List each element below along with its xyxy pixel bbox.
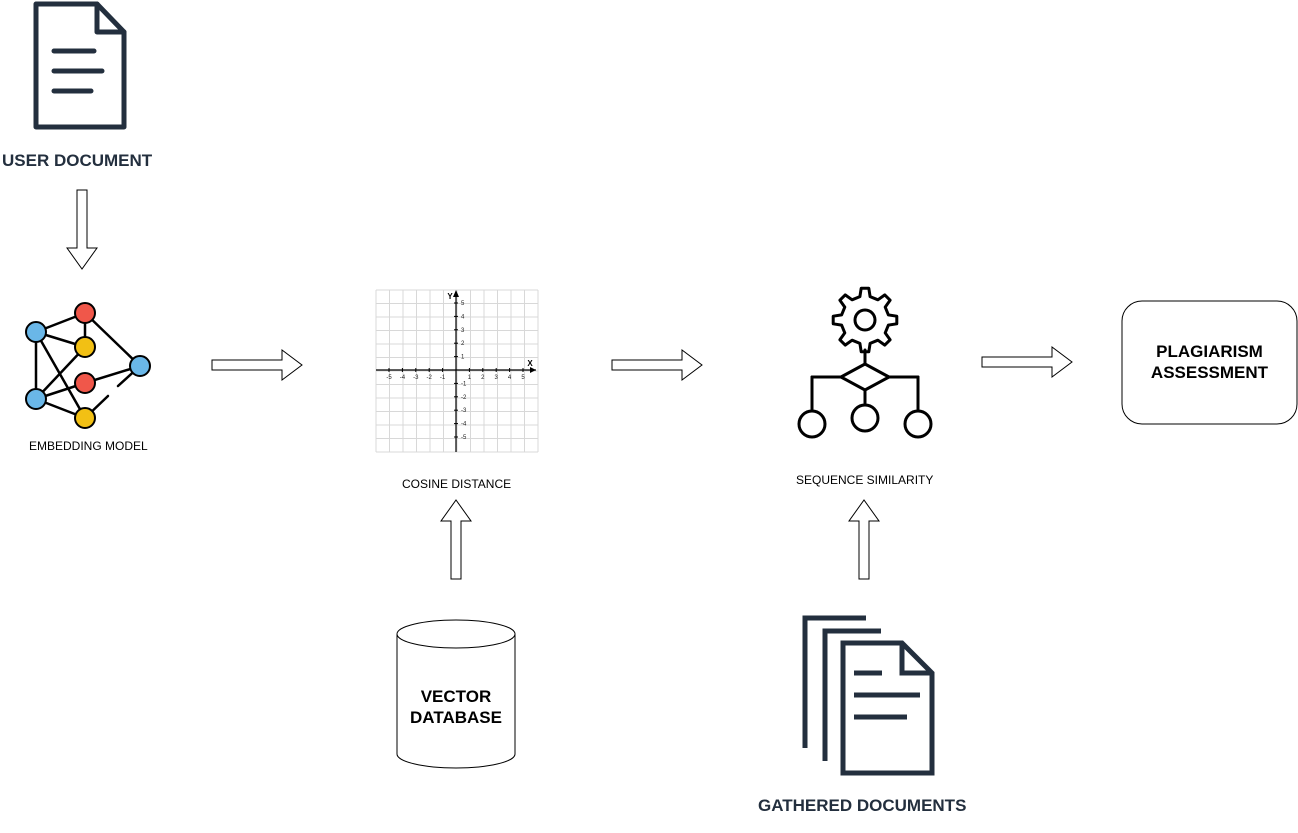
vector-database-line2: DATABASE	[410, 708, 502, 727]
neural-network-icon	[25, 302, 151, 429]
graph-y-tick-label: -3	[461, 408, 467, 414]
graph-y-axis-label: Y	[447, 292, 453, 301]
graph-y-tick-label: -5	[461, 435, 467, 441]
arrow-up	[440, 499, 472, 580]
graph-x-tick-label: -5	[386, 375, 392, 381]
graph-y-tick-label: 2	[461, 341, 465, 347]
graph-x-axis-label: X	[527, 359, 533, 368]
vector-database-line1: VECTOR	[420, 687, 492, 706]
gear-flowchart-icon	[797, 286, 933, 439]
arrow-down	[66, 189, 98, 270]
vector-database-text: VECTOR DATABASE	[397, 686, 515, 728]
graph-y-tick-label: -1	[461, 381, 467, 387]
plagiarism-assessment-line1: PLAGIARISM	[1156, 342, 1263, 361]
graph-x-tick-label: -4	[400, 375, 406, 381]
graph-x-tick-label: 4	[508, 375, 512, 381]
sequence-similarity-label: SEQUENCE SIMILARITY	[796, 473, 934, 487]
plagiarism-assessment-box	[1121, 300, 1298, 425]
graph-y-tick-label: -2	[461, 395, 467, 401]
graph-x-tick-label: 2	[481, 375, 485, 381]
arrow-right	[611, 349, 703, 381]
user-document-icon	[33, 1, 127, 130]
cosine-distance-label: COSINE DISTANCE	[402, 477, 512, 491]
graph-y-tick-label: 1	[461, 355, 465, 361]
embedding-model-label: EMBEDDING MODEL	[29, 439, 148, 453]
arrow-up	[848, 499, 880, 580]
arrow-right	[211, 349, 303, 381]
document-stack-icon	[802, 615, 935, 776]
graph-x-tick-label: 1	[468, 375, 472, 381]
graph-y-tick-label: -4	[461, 422, 467, 428]
plagiarism-assessment-line2: ASSESSMENT	[1150, 363, 1269, 382]
graph-x-tick-label: -3	[413, 375, 419, 381]
graph-y-tick-label: 5	[461, 301, 465, 307]
vector-database-cylinder	[396, 619, 516, 769]
user-document-label: USER DOCUMENT	[2, 151, 153, 170]
graph-y-tick-label: 4	[461, 314, 465, 320]
graph-x-tick-label: -1	[440, 375, 446, 381]
graph-x-tick-label: -2	[427, 375, 433, 381]
arrow-right	[981, 346, 1073, 378]
graph-x-tick-label: 5	[521, 375, 525, 381]
graph-x-tick-label: 3	[495, 375, 499, 381]
graph-y-tick-label: 3	[461, 328, 465, 334]
gathered-documents-label: GATHERED DOCUMENTS	[758, 796, 967, 815]
plagiarism-assessment-text: PLAGIARISM ASSESSMENT	[1122, 341, 1297, 383]
